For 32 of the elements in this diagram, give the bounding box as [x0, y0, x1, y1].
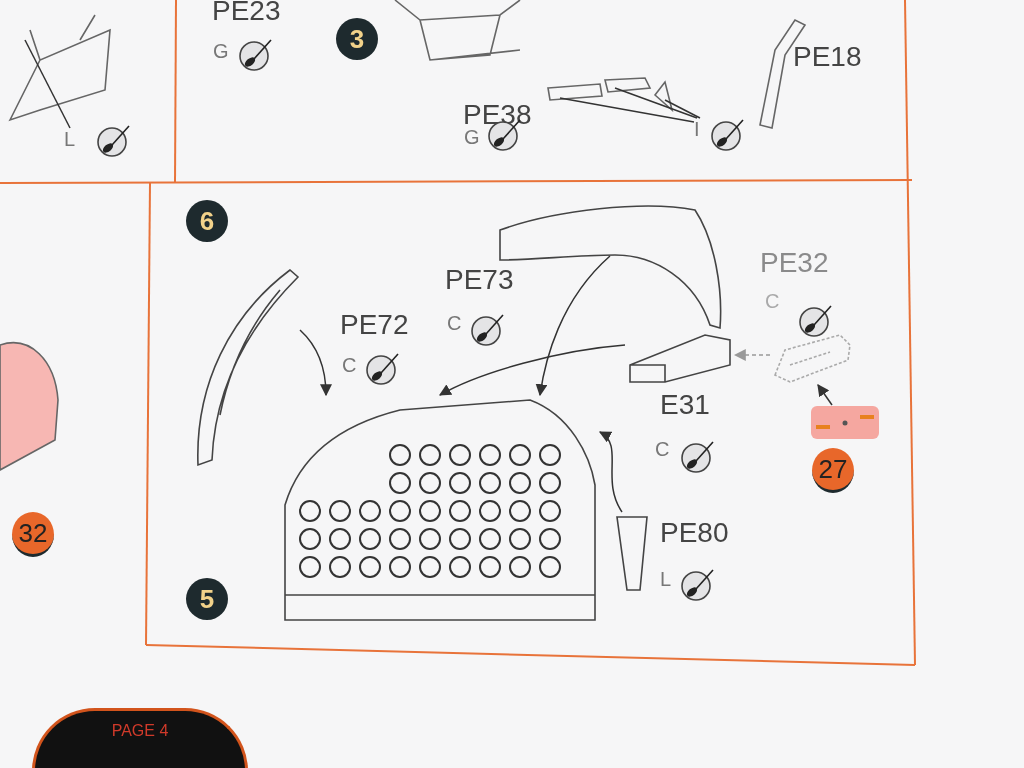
part-number: PE72: [340, 310, 409, 340]
paint-code: L: [64, 128, 76, 150]
paint-code: C: [342, 354, 357, 376]
step-number: 6: [186, 200, 228, 242]
paint-code: C: [765, 290, 780, 312]
step-number: 5: [186, 578, 228, 620]
arrow: [817, 384, 833, 406]
step-number: 3: [336, 18, 378, 60]
part-number: PE32: [760, 248, 829, 278]
paint-code: G: [213, 40, 229, 62]
paint-code: C: [447, 312, 462, 334]
arrow: [535, 255, 611, 397]
paint-code: L: [660, 568, 672, 590]
part-number: PE73: [445, 265, 514, 295]
paint-code: I: [694, 118, 700, 140]
paint-code: C: [655, 438, 670, 460]
decal-number: 27: [812, 448, 854, 493]
leader-line: [664, 99, 701, 119]
arrow: [733, 349, 771, 361]
arrow: [599, 431, 623, 513]
part-number: E31: [660, 390, 710, 420]
arrow: [299, 329, 332, 397]
part-number: PE18: [793, 42, 862, 72]
leader-line: [614, 87, 698, 119]
leader-line: [559, 97, 695, 123]
decal-number: 32: [12, 512, 54, 557]
part-number: PE80: [660, 518, 729, 548]
arrow: [438, 344, 626, 396]
decal-drawing: [810, 405, 880, 440]
page-number: PAGE 4: [32, 708, 248, 768]
leader-line: [24, 39, 71, 129]
part-number: PE23: [212, 0, 281, 26]
